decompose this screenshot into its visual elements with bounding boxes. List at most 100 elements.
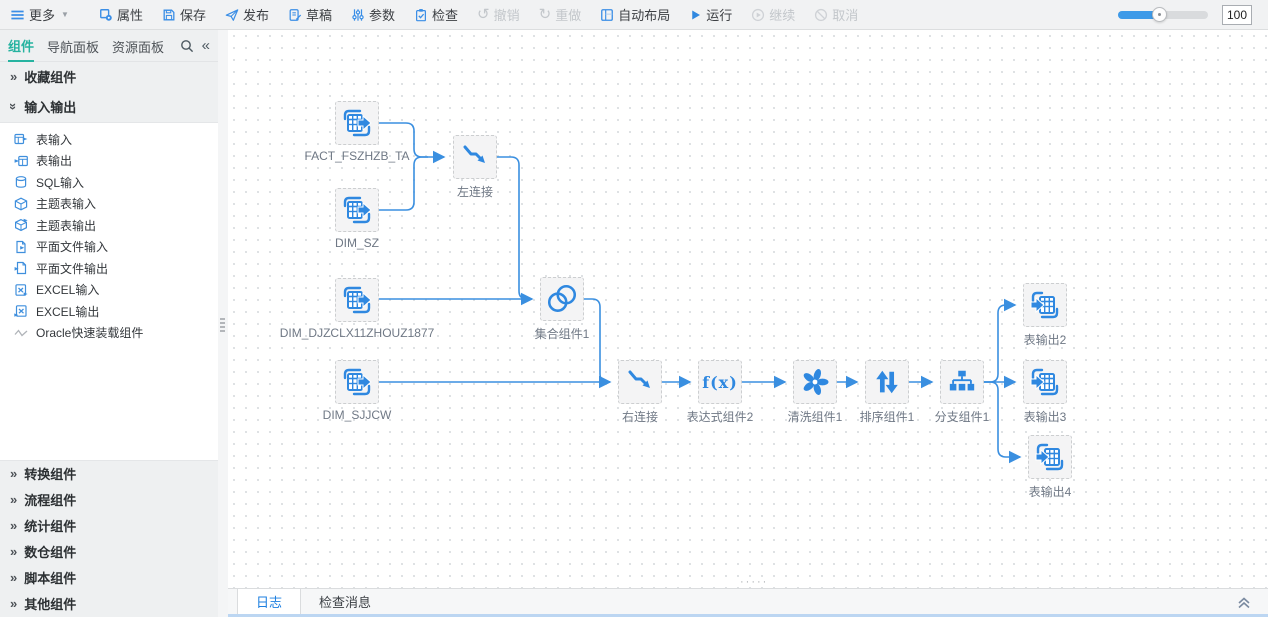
- auto-layout-icon: [601, 8, 614, 21]
- component-excel-input[interactable]: EXCEL输入: [14, 279, 218, 301]
- node-table-output-3[interactable]: 表输出3: [1023, 360, 1067, 424]
- zoom-level-input[interactable]: [1222, 4, 1252, 25]
- node-table-output-2[interactable]: 表输出2: [1023, 283, 1067, 347]
- tab-resource-panel[interactable]: 资源面板: [112, 40, 165, 55]
- toolbar-more-label: 更多: [29, 8, 56, 23]
- table-output-icon: [1030, 291, 1059, 319]
- component-flat-file-input[interactable]: 平面文件输入: [14, 236, 218, 258]
- continue-icon: [752, 8, 765, 21]
- edge-connections: [379, 122, 1022, 464]
- params-icon: [352, 8, 364, 21]
- section-other-components[interactable]: »其他组件: [10, 596, 77, 613]
- tab-components[interactable]: 组件: [8, 29, 35, 62]
- toolbar-redo-button[interactable]: ↻ 重做: [538, 5, 582, 24]
- sidebar-tabs: 组件 导航面板 资源面板 «: [0, 30, 218, 62]
- chevron-right-icon: »: [10, 596, 18, 612]
- section-transform-components[interactable]: »转换组件: [10, 466, 77, 483]
- toolbar-cancel-button[interactable]: 取消: [814, 5, 858, 24]
- section-flow-components[interactable]: »流程组件: [10, 492, 77, 509]
- bottom-panel-resize-handle[interactable]: ·····: [740, 576, 769, 588]
- theme-table-input-icon: [14, 197, 28, 211]
- sql-input-icon: [15, 176, 27, 189]
- zoom-slider[interactable]: [1118, 6, 1208, 22]
- undo-icon: ↺: [477, 5, 490, 23]
- input-output-list: 表输入 表输出 SQL输入 主题表输入 主题表输出 平面文件输入: [0, 121, 218, 461]
- section-script-components[interactable]: »脚本组件: [10, 570, 77, 587]
- toolbar-publish-button[interactable]: 发布: [225, 5, 269, 24]
- table-input-icon: [14, 134, 28, 145]
- tab-check-messages[interactable]: 检查消息: [319, 595, 372, 610]
- node-dim-djzclx11zhouz1877[interactable]: DIM_DJZCLX11ZHOUZ1877: [280, 278, 434, 340]
- search-icon[interactable]: [180, 39, 194, 53]
- node-set-component-1[interactable]: 集合组件1: [535, 277, 589, 341]
- tab-navigation-panel[interactable]: 导航面板: [47, 40, 100, 55]
- node-table-output-4[interactable]: 表输出4: [1028, 435, 1072, 499]
- redo-icon: ↻: [538, 5, 552, 23]
- section-favorite-components[interactable]: » 收藏组件: [10, 69, 77, 86]
- panel-resize-handle[interactable]: [220, 318, 225, 332]
- node-expression-component-2[interactable]: f(x) 表达式组件2: [687, 360, 753, 424]
- sidebar: 组件 导航面板 资源面板 « » 收藏组件 » 输入输出 表输入 表输出: [0, 30, 218, 617]
- collapse-sidebar-icon[interactable]: «: [201, 37, 210, 54]
- node-dim-sjjcw[interactable]: DIM_SJJCW: [323, 360, 391, 422]
- component-theme-table-output[interactable]: 主题表输出: [14, 215, 218, 237]
- node-fact-fszhzb-ta[interactable]: FACT_FSZHZB_TA: [304, 101, 410, 163]
- sort-icon: [876, 370, 898, 394]
- component-sql-input[interactable]: SQL输入: [14, 172, 218, 194]
- node-dim-sz[interactable]: DIM_SZ: [335, 188, 379, 250]
- toolbar-continue-button[interactable]: 继续: [751, 5, 795, 24]
- dropdown-caret-icon: ▼: [61, 10, 69, 19]
- toolbar-check-button[interactable]: 检查: [414, 5, 458, 24]
- branch-icon: [949, 370, 975, 391]
- component-theme-table-input[interactable]: 主题表输入: [14, 193, 218, 215]
- table-input-icon: [343, 109, 372, 137]
- chevron-right-icon: »: [10, 492, 18, 508]
- sidebar-collapsed-sections: »转换组件 »流程组件 »统计组件 »数仓组件 »脚本组件 »其他组件: [0, 461, 218, 617]
- zoom-slider-fill: [1118, 10, 1160, 19]
- component-table-output[interactable]: 表输出: [14, 150, 218, 172]
- publish-icon: [225, 8, 239, 21]
- menu-icon: [11, 10, 24, 19]
- flat-file-output-icon: [14, 262, 27, 275]
- toolbar-auto-layout-button[interactable]: 自动布局: [600, 5, 670, 24]
- chevron-right-icon: »: [10, 518, 18, 534]
- node-branch-component-1[interactable]: 分支组件1: [935, 360, 989, 424]
- table-input-icon: [343, 196, 372, 224]
- toolbar-undo-button[interactable]: ↺ 撤销: [477, 5, 520, 24]
- double-chevron-up-icon: [1238, 596, 1250, 608]
- flow-canvas[interactable]: FACT_FSZHZB_TA DIM_SZ 左连接 DIM_DJZCLX11ZH…: [228, 30, 1268, 588]
- toolbar: 更多 ▼ 属性 保存 发布 草稿 参数 检查 ↺ 撤销: [0, 0, 1268, 30]
- section-statistics-components[interactable]: »统计组件: [10, 518, 77, 535]
- table-input-icon: [343, 368, 372, 396]
- chevron-right-icon: »: [10, 69, 18, 85]
- toolbar-run-button[interactable]: 运行: [689, 5, 732, 24]
- node-right-join[interactable]: 右连接: [618, 360, 662, 424]
- join-icon: [628, 370, 650, 388]
- section-warehouse-components[interactable]: »数仓组件: [10, 544, 77, 561]
- save-icon: [163, 9, 175, 20]
- component-table-input[interactable]: 表输入: [14, 129, 218, 151]
- toolbar-draft-button[interactable]: 草稿: [288, 5, 332, 24]
- join-icon: [463, 145, 485, 163]
- toolbar-properties-button[interactable]: 属性: [99, 5, 143, 24]
- zoom-slider-thumb[interactable]: [1152, 6, 1167, 22]
- node-clean-component-1[interactable]: 清洗组件1: [788, 360, 842, 424]
- node-left-join[interactable]: 左连接: [453, 135, 497, 199]
- chevron-right-icon: »: [10, 544, 18, 560]
- toolbar-save-button[interactable]: 保存: [162, 5, 206, 24]
- node-sort-component-1[interactable]: 排序组件1: [860, 360, 914, 424]
- component-flat-file-output[interactable]: 平面文件输出: [14, 258, 218, 280]
- toolbar-params-button[interactable]: 参数: [351, 5, 395, 24]
- expand-panel-button[interactable]: [1236, 589, 1252, 614]
- table-input-icon: [343, 286, 372, 314]
- bottom-panel: 日志 检查消息: [228, 588, 1268, 617]
- component-excel-output[interactable]: EXCEL输出: [14, 301, 218, 323]
- table-output-icon: [14, 155, 28, 166]
- fx-icon: f(x): [702, 372, 738, 392]
- chevron-right-icon: »: [10, 466, 18, 482]
- tab-log[interactable]: 日志: [237, 589, 302, 614]
- section-input-output[interactable]: » 输入输出: [6, 100, 77, 116]
- toolbar-more-button[interactable]: 更多 ▼: [10, 5, 69, 24]
- component-oracle-loader[interactable]: Oracle快速装载组件: [14, 322, 218, 344]
- excel-input-icon: [15, 283, 28, 296]
